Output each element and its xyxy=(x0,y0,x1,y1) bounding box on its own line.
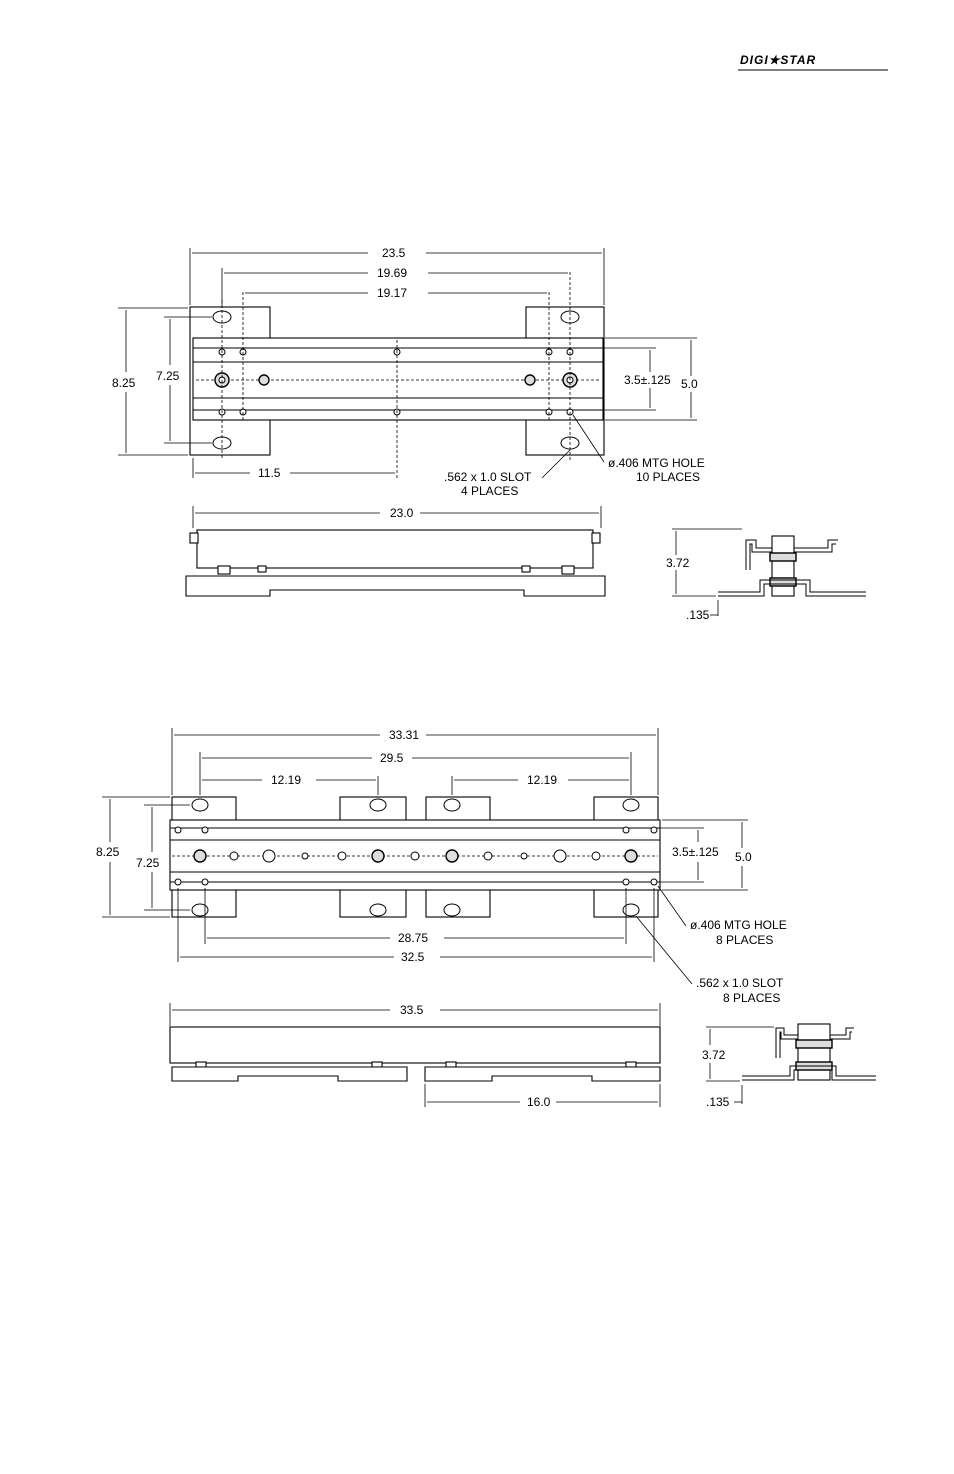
drawing1-side-view: 23.0 xyxy=(185,506,606,597)
dim-text: 5.0 xyxy=(681,377,698,391)
dim-text: 12.19 xyxy=(271,773,301,787)
dim-text: 3.5±.125 xyxy=(672,845,719,859)
dim-text: .135 xyxy=(686,608,710,622)
callout-text: 8 PLACES xyxy=(716,933,773,947)
drawing1-top-view: 23.5 19.69 19.17 8.25 7.25 3.5±.125 5.0 xyxy=(112,246,705,498)
dim-text: 12.19 xyxy=(527,773,557,787)
dim-text: 23.5 xyxy=(382,246,406,260)
dim-text: 19.69 xyxy=(377,266,407,280)
dim-text: 33.5 xyxy=(400,1003,424,1017)
callout-text: 10 PLACES xyxy=(636,470,700,484)
drawing2-top-view: 33.31 29.5 12.19 12.19 8.25 7.25 3 xyxy=(96,728,787,1005)
dim-text: 8.25 xyxy=(96,845,120,859)
callout-text: 4 PLACES xyxy=(461,484,518,498)
callout-text: 8 PLACES xyxy=(723,991,780,1005)
dim-text: 16.0 xyxy=(527,1095,551,1109)
drawing2-side-view: 33.5 16.0 xyxy=(169,1003,661,1109)
dim-text: 33.31 xyxy=(389,728,419,742)
dim-text: 11.5 xyxy=(258,466,281,480)
callout-text: ø.406 MTG HOLE xyxy=(690,918,787,932)
dim-text: 28.75 xyxy=(398,931,428,945)
drawing2-end-view: 3.72 .135 xyxy=(702,1023,876,1109)
dim-text: 7.25 xyxy=(156,369,180,383)
dim-text: 5.0 xyxy=(735,850,752,864)
dim-text: 8.25 xyxy=(112,376,136,390)
dim-text: 3.72 xyxy=(666,556,690,570)
dim-text: 32.5 xyxy=(401,950,425,964)
callout-text: .562 x 1.0 SLOT xyxy=(444,470,532,484)
dim-text: .135 xyxy=(706,1095,730,1109)
dim-text: 19.17 xyxy=(377,286,407,300)
callout-text: ø.406 MTG HOLE xyxy=(608,456,705,470)
dim-text: 23.0 xyxy=(390,506,414,520)
callout-text: .562 x 1.0 SLOT xyxy=(696,976,784,990)
dim-text: 7.25 xyxy=(136,856,160,870)
dim-text: 29.5 xyxy=(380,751,404,765)
drawing1-end-view: 3.72 .135 xyxy=(666,528,866,622)
digistar-logo: DIGI★STAR xyxy=(738,53,888,71)
dim-text: 3.5±.125 xyxy=(624,373,671,387)
logo-text: DIGI★STAR xyxy=(740,53,816,67)
dim-text: 3.72 xyxy=(702,1048,726,1062)
